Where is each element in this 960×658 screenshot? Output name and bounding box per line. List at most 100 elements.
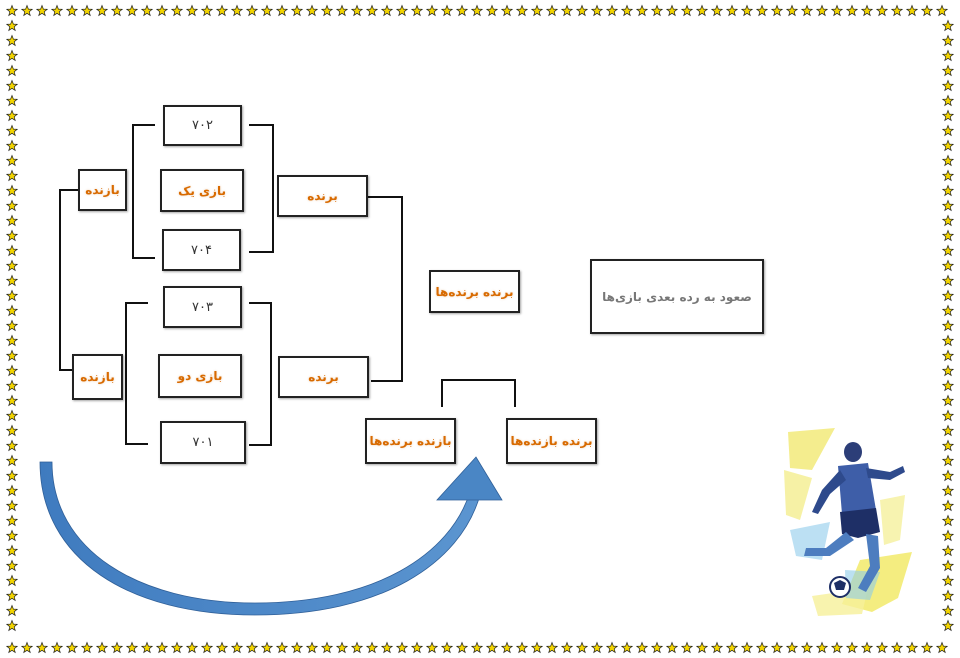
star-icon: [941, 334, 955, 347]
star-icon: [710, 4, 724, 17]
star-icon: [830, 641, 844, 654]
star-icon: [941, 439, 955, 452]
star-icon: [5, 589, 19, 602]
star-icon: [665, 4, 679, 17]
star-icon: [920, 641, 934, 654]
star-icon: [485, 4, 499, 17]
star-icon: [395, 641, 409, 654]
star-icon: [35, 4, 49, 17]
star-icon: [470, 641, 484, 654]
star-icon: [941, 199, 955, 212]
winner-of-losers-box: برنده بازنده‌ها: [506, 418, 597, 464]
star-icon: [5, 49, 19, 62]
star-icon: [695, 641, 709, 654]
star-icon: [5, 454, 19, 467]
star-icon: [5, 574, 19, 587]
game-one-box: بازی یک: [160, 169, 244, 212]
star-icon: [941, 394, 955, 407]
star-icon: [5, 109, 19, 122]
star-icon: [725, 641, 739, 654]
star-icon: [941, 409, 955, 422]
star-icon: [260, 4, 274, 17]
star-icon: [365, 641, 379, 654]
star-icon: [350, 4, 364, 17]
star-icon: [941, 364, 955, 377]
star-icon: [590, 4, 604, 17]
star-icon: [5, 394, 19, 407]
winner-box-bottom: برنده: [278, 356, 369, 398]
team-702-box: ۷۰۲: [163, 105, 242, 146]
star-icon: [941, 49, 955, 62]
star-icon: [320, 641, 334, 654]
star-icon: [5, 334, 19, 347]
star-icon: [710, 641, 724, 654]
star-icon: [155, 4, 169, 17]
star-icon: [185, 641, 199, 654]
star-icon: [800, 641, 814, 654]
star-icon: [941, 34, 955, 47]
star-icon: [5, 244, 19, 257]
star-icon: [380, 4, 394, 17]
star-icon: [5, 304, 19, 317]
star-icon: [80, 4, 94, 17]
star-icon: [500, 641, 514, 654]
star-icon: [941, 604, 955, 617]
star-icon: [941, 274, 955, 287]
star-icon: [440, 4, 454, 17]
star-icon: [845, 641, 859, 654]
star-icon: [5, 544, 19, 557]
star-icon: [170, 4, 184, 17]
star-icon: [941, 454, 955, 467]
star-icon: [395, 4, 409, 17]
star-icon: [941, 19, 955, 32]
star-icon: [635, 4, 649, 17]
star-icon: [140, 641, 154, 654]
star-icon: [605, 4, 619, 17]
star-icon: [5, 349, 19, 362]
star-icon: [941, 94, 955, 107]
star-icon: [5, 139, 19, 152]
team-704-box: ۷۰۴: [162, 229, 241, 271]
star-icon: [5, 124, 19, 137]
star-icon: [941, 289, 955, 302]
star-icon: [5, 469, 19, 482]
star-icon: [941, 319, 955, 332]
star-icon: [80, 641, 94, 654]
star-icon: [575, 4, 589, 17]
star-icon: [620, 4, 634, 17]
star-icon: [185, 4, 199, 17]
star-icon: [590, 641, 604, 654]
star-icon: [305, 4, 319, 17]
star-icon: [125, 641, 139, 654]
star-icon: [860, 641, 874, 654]
loser-of-winners-box: بازنده برنده‌ها: [365, 418, 456, 464]
star-icon: [935, 4, 949, 17]
star-icon: [5, 289, 19, 302]
star-icon: [575, 641, 589, 654]
star-icon: [830, 4, 844, 17]
star-icon: [5, 379, 19, 392]
star-icon: [530, 4, 544, 17]
team-701-box: ۷۰۱: [160, 421, 246, 464]
star-icon: [725, 4, 739, 17]
star-icon: [605, 641, 619, 654]
star-icon: [410, 641, 424, 654]
star-icon: [470, 4, 484, 17]
star-icon: [941, 304, 955, 317]
star-icon: [5, 319, 19, 332]
star-icon: [260, 641, 274, 654]
star-icon: [290, 4, 304, 17]
star-icon: [875, 4, 889, 17]
star-icon: [170, 641, 184, 654]
star-icon: [5, 409, 19, 422]
star-icon: [50, 641, 64, 654]
star-icon: [5, 364, 19, 377]
star-icon: [941, 64, 955, 77]
star-icon: [5, 259, 19, 272]
star-icon: [500, 4, 514, 17]
winner-box-top: برنده: [277, 175, 368, 217]
star-icon: [140, 4, 154, 17]
star-icon: [245, 4, 259, 17]
star-icon: [5, 619, 19, 632]
